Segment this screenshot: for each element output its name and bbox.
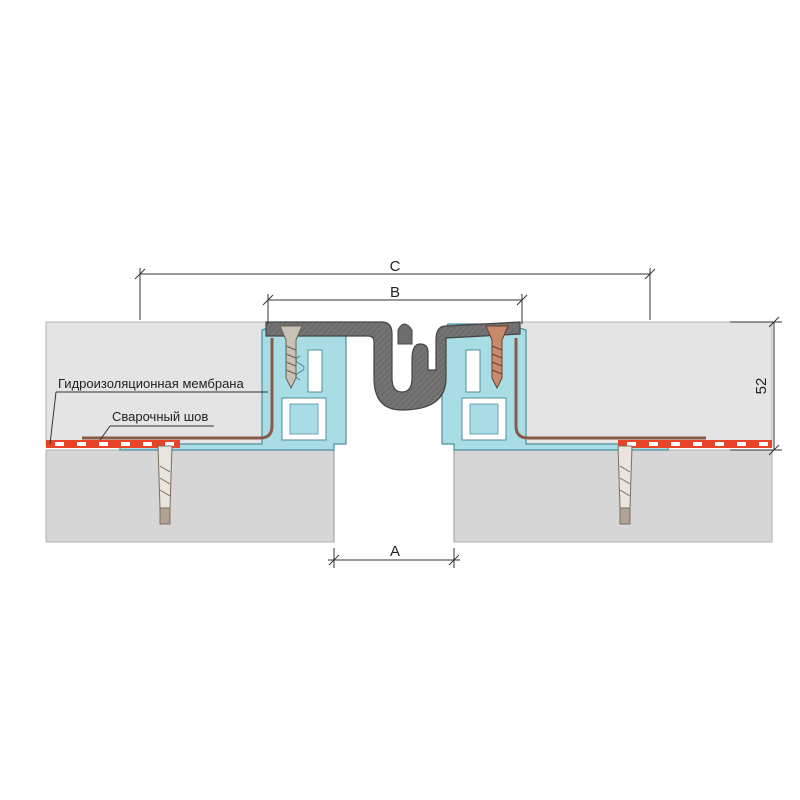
weld-seam-callout: Сварочный шов bbox=[99, 409, 214, 441]
dimension-a: A bbox=[328, 543, 460, 568]
rubber-insert-right-lip bbox=[397, 323, 413, 345]
weld-seam-right bbox=[618, 440, 772, 448]
screw-left bbox=[279, 325, 303, 390]
membrane-left bbox=[82, 338, 274, 440]
dimension-a-label: A bbox=[390, 543, 400, 560]
dimension-b: B bbox=[262, 284, 528, 324]
screed-layer-right bbox=[519, 321, 773, 447]
anchor-bolt-right bbox=[617, 445, 633, 525]
membrane-right bbox=[514, 338, 706, 440]
dimension-b-label: B bbox=[390, 284, 400, 301]
anchor-bolt-left bbox=[157, 445, 173, 525]
membrane-callout: Гидроизоляционная мембрана bbox=[49, 376, 268, 445]
dimension-c: C bbox=[134, 258, 656, 320]
weld-seam-left bbox=[46, 440, 180, 448]
screed-layer-left bbox=[45, 321, 269, 447]
dimension-height: 52 bbox=[730, 316, 782, 456]
membrane-label: Гидроизоляционная мембрана bbox=[58, 376, 244, 391]
weld-seam-label: Сварочный шов bbox=[112, 409, 208, 424]
dimension-height-label: 52 bbox=[753, 378, 770, 395]
dimension-c-label: C bbox=[390, 258, 401, 275]
concrete-slab-right bbox=[453, 449, 773, 543]
screw-right bbox=[485, 325, 509, 390]
concrete-slab-left bbox=[45, 449, 335, 543]
